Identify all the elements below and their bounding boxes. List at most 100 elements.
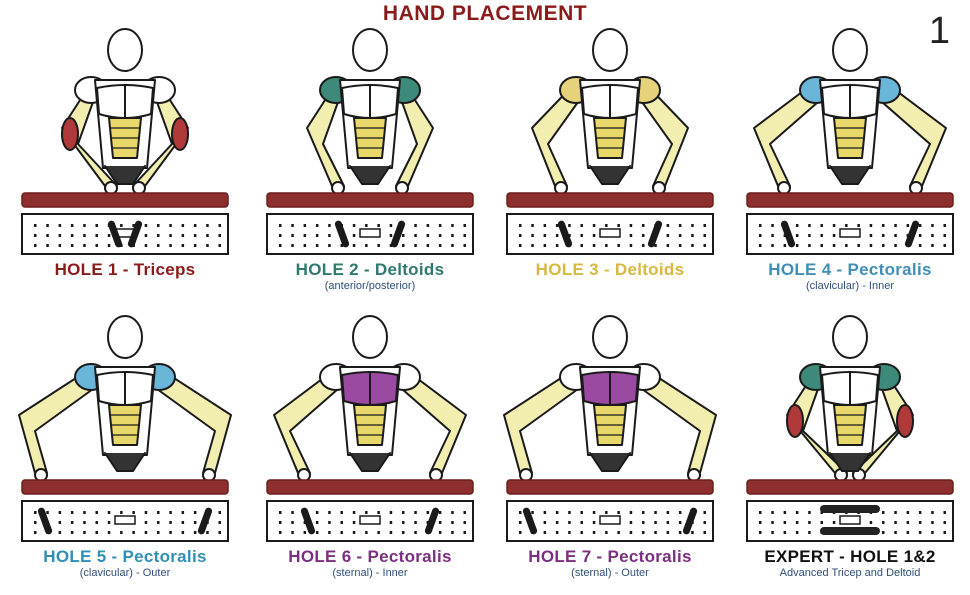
hole-dot — [206, 244, 209, 247]
hole-dot — [328, 521, 331, 524]
hole-dot — [389, 521, 393, 524]
grip-handle-left — [334, 220, 350, 248]
hole-dot — [83, 224, 86, 227]
pushup-board — [746, 479, 954, 495]
hole-dot — [291, 531, 294, 534]
hole-dot — [568, 224, 571, 227]
left-hand — [297, 468, 311, 482]
hole-dot — [555, 511, 559, 514]
hole-dot — [605, 244, 608, 247]
hole-dot — [678, 234, 682, 237]
hole-dot — [771, 511, 774, 514]
head — [107, 28, 143, 72]
hole-dot — [759, 521, 762, 524]
hole-dot — [402, 244, 405, 247]
hole-dot — [543, 531, 547, 534]
hole-dot — [218, 531, 221, 534]
left-triceps — [61, 117, 79, 151]
hole-dot — [328, 234, 331, 237]
hole-dot — [426, 224, 430, 227]
hole-dot — [654, 531, 657, 534]
pushup-board — [21, 479, 229, 495]
hole-dot — [58, 244, 62, 247]
hole-dot — [869, 244, 873, 247]
hole-dot — [144, 521, 148, 524]
hole-dot — [181, 234, 185, 237]
hole-dot — [531, 511, 534, 514]
caption-hole-4: HOLE 4 - Pectoralis — [768, 260, 932, 279]
hole-dot — [315, 521, 319, 524]
hole-dot — [414, 511, 417, 514]
hole-dot — [95, 234, 98, 237]
grip-handle-upper — [820, 505, 880, 513]
pushup-board — [21, 192, 229, 208]
hole-dot — [943, 511, 946, 514]
hole-dot — [206, 531, 209, 534]
hole-dot — [169, 234, 172, 237]
hole-dot — [820, 234, 823, 237]
hole-dot — [943, 521, 946, 524]
hole-dot — [795, 224, 799, 227]
hole-dot — [315, 531, 319, 534]
hole-dot — [303, 244, 307, 247]
right-hand — [687, 468, 701, 482]
left-hand — [554, 181, 568, 195]
hole-dot — [193, 234, 197, 237]
grip-handle-left — [300, 507, 316, 535]
hole-dot — [58, 224, 62, 227]
hole-dot — [95, 244, 98, 247]
hole-dot — [193, 521, 197, 524]
hole-dot — [426, 511, 430, 514]
hole-dot — [703, 521, 706, 524]
hole-dot — [365, 511, 368, 514]
legs — [104, 165, 146, 185]
hole-dot — [629, 224, 633, 227]
hole-dot — [377, 511, 380, 514]
hole-dot — [414, 234, 417, 237]
hole-dot — [206, 224, 209, 227]
grip-handle-right — [127, 220, 143, 248]
plate-logo — [599, 228, 621, 238]
hole-dot — [169, 531, 172, 534]
hole-dot — [857, 224, 860, 227]
hole-dot — [83, 521, 86, 524]
hole-dot — [83, 234, 86, 237]
right-hand — [132, 181, 146, 195]
hole-dot — [315, 244, 319, 247]
hole-dot — [107, 531, 111, 534]
hole-dot — [691, 531, 694, 534]
hole-dot — [107, 234, 111, 237]
hole-dot — [691, 224, 694, 227]
hole-dot — [144, 224, 148, 227]
hole-dot — [543, 244, 547, 247]
hole-dot — [340, 521, 343, 524]
hole-dot — [832, 234, 836, 237]
hole-dot — [795, 244, 799, 247]
hole-dot — [157, 531, 160, 534]
hole-dot — [144, 234, 148, 237]
hole-dot — [193, 511, 197, 514]
page-number: 1 — [928, 10, 950, 52]
hole-dot — [678, 521, 682, 524]
hole-dot — [580, 521, 583, 524]
caption-hole-5: HOLE 5 - Pectoralis — [43, 547, 207, 566]
hole-dot — [894, 234, 897, 237]
right-hand — [202, 468, 216, 482]
hole-dot — [543, 521, 547, 524]
hole-dot — [568, 511, 571, 514]
hole-dot — [218, 511, 221, 514]
left-hand — [104, 181, 118, 195]
hole-dot — [438, 511, 442, 514]
legs — [349, 165, 391, 185]
hole-dot — [438, 521, 442, 524]
right-hand — [909, 181, 923, 195]
hole-dot — [377, 531, 380, 534]
caption-hole-1: HOLE 1 - Triceps — [54, 260, 196, 279]
hole-dot — [402, 531, 405, 534]
hole-dot — [463, 224, 466, 227]
figure-expert — [746, 315, 954, 542]
hole-dot — [906, 531, 910, 534]
subtitle-hole-4: (clavicular) - Inner — [805, 280, 895, 292]
hole-dot — [218, 521, 221, 524]
